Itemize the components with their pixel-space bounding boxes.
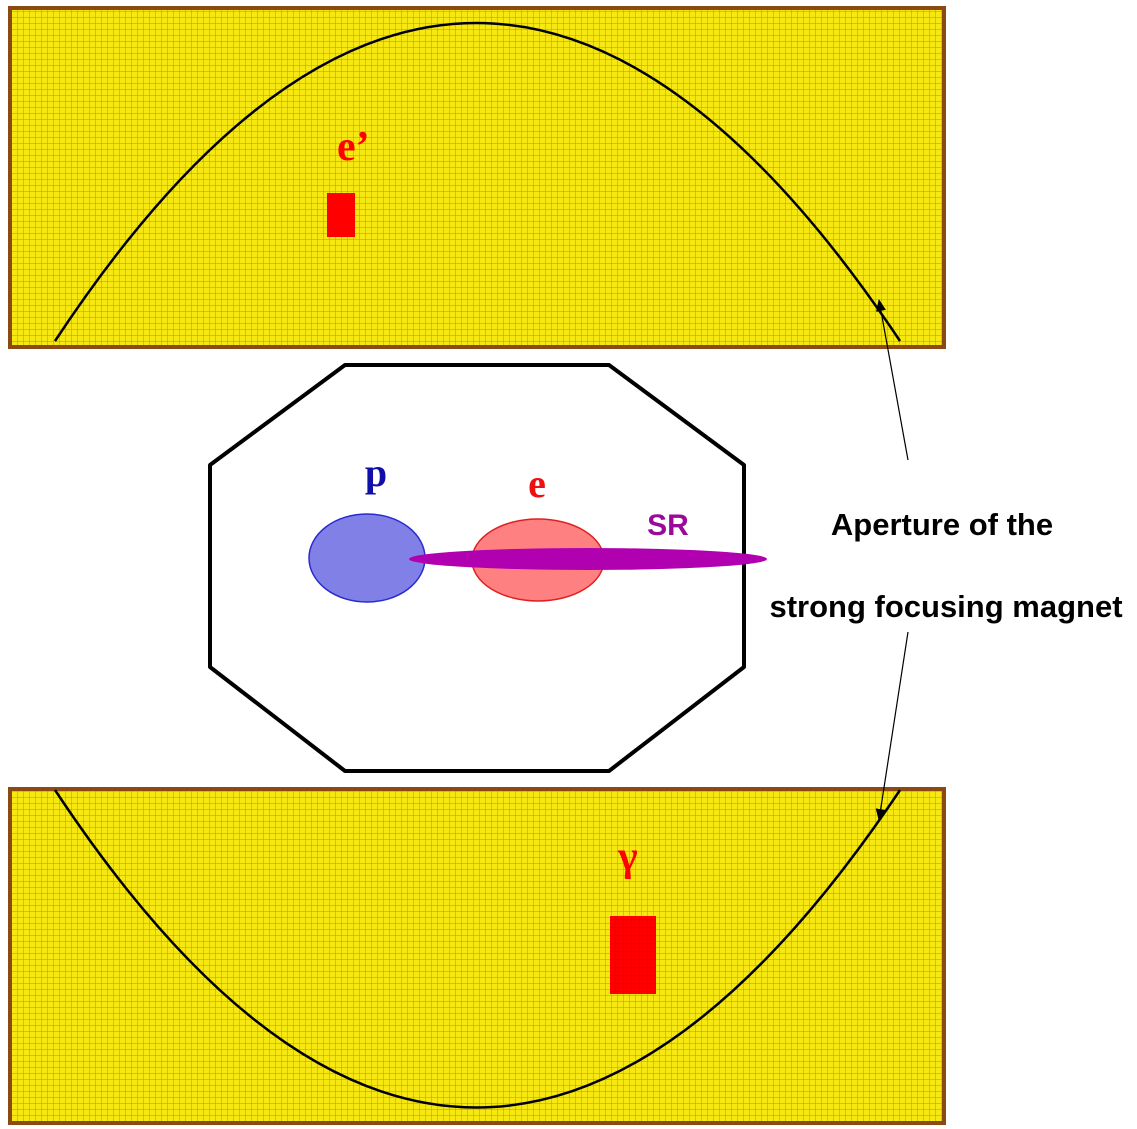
aperture-label-line1: Aperture of the [831,507,1053,542]
lower-magnet-pole [8,787,946,1125]
pointer-arrow-upper [876,299,909,461]
aperture-label-line2: strong focusing magnet [769,589,1122,624]
pointer-arrow-lower [875,631,909,821]
upper-aperture-arc [53,21,902,342]
synchrotron-radiation-fan [409,548,767,570]
scattered-electron-detector [327,193,355,237]
lower-aperture-arc [53,789,902,1109]
upper-magnet-pole [8,6,946,349]
electron-label: e [528,461,546,506]
photon-detector [610,916,656,994]
photon-label: γ [617,834,638,880]
synchrotron-radiation-label: SR [647,509,689,542]
proton-beam [308,513,426,603]
proton-label: p [365,450,387,495]
scattered-electron-label: e’ [337,124,370,170]
